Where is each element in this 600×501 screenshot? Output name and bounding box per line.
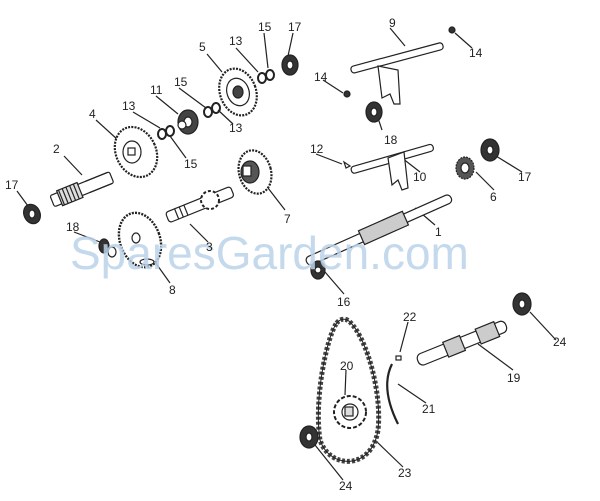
part-label-15b: 15 [174, 75, 188, 89]
part-label-20: 20 [340, 359, 354, 373]
part-label-16: 16 [337, 295, 351, 309]
part-label-22: 22 [403, 310, 417, 324]
part-label-8: 8 [169, 283, 176, 297]
part-label-3: 3 [206, 240, 213, 254]
part-label-10: 10 [413, 170, 427, 184]
part-label-9: 9 [389, 16, 396, 30]
part-label-5: 5 [199, 40, 206, 54]
part-label-24a: 24 [553, 335, 567, 349]
part-label-13c: 13 [229, 121, 243, 135]
part-label-18b: 18 [66, 220, 80, 234]
part-label-17c: 17 [518, 170, 532, 184]
part-label-15c: 15 [184, 157, 198, 171]
part-label-12: 12 [310, 142, 324, 156]
part-label-17b: 17 [5, 178, 19, 192]
part-label-4: 4 [89, 107, 96, 121]
part-label-15a: 15 [258, 20, 272, 34]
part-label-14a: 14 [469, 46, 483, 60]
part-label-13b: 13 [122, 99, 136, 113]
part-label-21: 21 [422, 402, 436, 416]
part-label-24b: 24 [339, 479, 353, 493]
part-label-6: 6 [490, 190, 497, 204]
part-label-7: 7 [284, 212, 291, 226]
part-label-2: 2 [53, 142, 60, 156]
part-label-13a: 13 [229, 34, 243, 48]
part-label-1: 1 [435, 225, 442, 239]
part-label-18a: 18 [384, 133, 398, 147]
part-label-23: 23 [398, 466, 412, 480]
part-label-17a: 17 [288, 20, 302, 34]
part-label-11: 11 [150, 83, 163, 97]
part-label-14b: 14 [314, 70, 328, 84]
part-label-19: 19 [507, 371, 521, 385]
